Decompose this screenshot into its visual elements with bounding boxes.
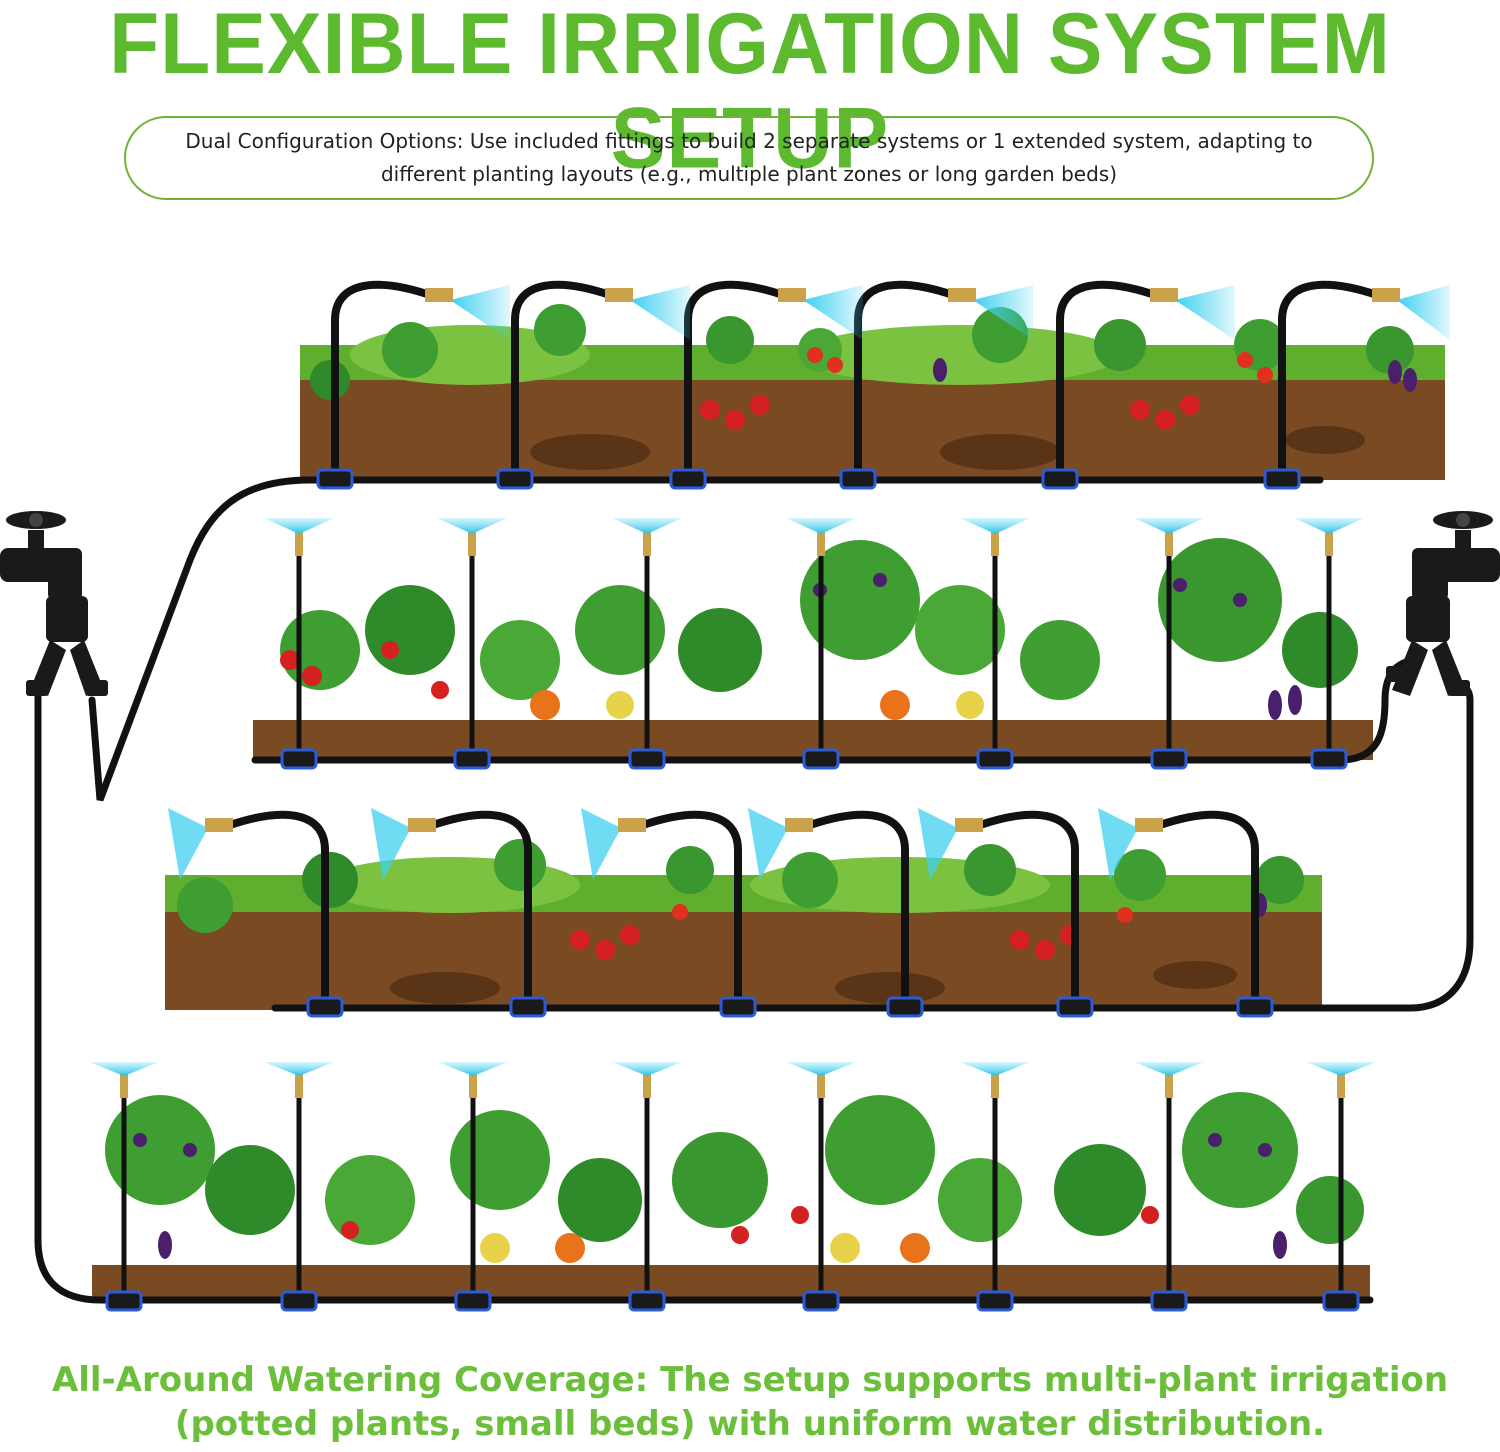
garden-bed-row-1 [300, 304, 1445, 480]
faucet-icon [1412, 511, 1500, 600]
irrigation-illustration [0, 280, 1500, 1312]
faucet-icon [0, 511, 82, 600]
coverage-caption-line-1: All-Around Watering Coverage: The setup … [51, 1360, 1449, 1400]
main-hose [34, 476, 1474, 1304]
coverage-caption: All-Around Watering Coverage: The setup … [0, 1358, 1500, 1446]
page-title: FLEXIBLE IRRIGATION SYSTEM SETUP [109, 0, 1391, 187]
row-4-stakes [89, 1062, 1376, 1298]
garden-bed-row-4 [92, 1092, 1370, 1303]
row-1-sprays [425, 285, 1450, 340]
garden-bed-row-3 [165, 839, 1322, 1010]
row-2-stakes [264, 518, 1364, 755]
y-splitter-icon [1386, 596, 1470, 696]
coverage-caption-line-2: (potted plants, small beds) with uniform… [174, 1404, 1326, 1444]
configuration-description-text: Dual Configuration Options: Use included… [185, 129, 1313, 186]
garden-bed-row-2 [253, 538, 1373, 760]
row-3-nozzles [226, 810, 1259, 1004]
row-3-sprays [168, 808, 1163, 880]
configuration-description: Dual Configuration Options: Use included… [124, 116, 1374, 200]
y-splitter-icon [26, 596, 108, 696]
tee-connectors [105, 468, 1360, 1312]
